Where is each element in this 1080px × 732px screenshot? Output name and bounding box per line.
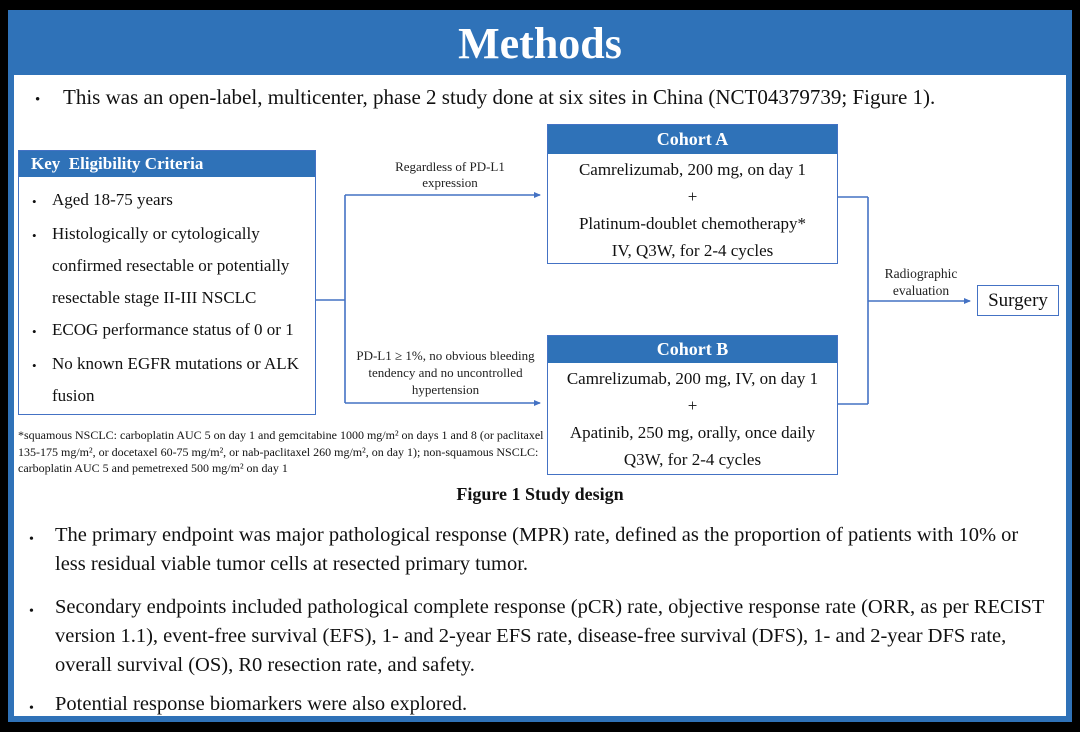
surgery-label: Surgery <box>988 289 1048 311</box>
eligibility-item: • No known EGFR mutations or ALK fusion <box>19 348 315 412</box>
chemotherapy-footnote: *squamous NSCLC: carboplatin AUC 5 on da… <box>18 428 544 475</box>
branch-label-bottom: PD-L1 ≥ 1%, no obvious bleeding tendency… <box>356 348 535 397</box>
intro-bullet-text: This was an open-label, multicenter, pha… <box>63 85 936 109</box>
cohort-a-box: Cohort A Camrelizumab, 200 mg, on day 1 … <box>547 124 838 264</box>
page-title: Methods <box>458 18 622 68</box>
cohort-b-body: Camrelizumab, 200 mg, IV, on day 1 + Apa… <box>548 363 837 473</box>
bullet-glyph: • <box>32 228 37 243</box>
cohort-a-header: Cohort A <box>548 125 837 154</box>
bullet-primary-endpoint: • The primary endpoint was major patholo… <box>24 521 1054 579</box>
eligibility-item: • Aged 18-75 years <box>19 184 315 218</box>
bullet-glyph: • <box>29 532 34 547</box>
bullet-glyph: • <box>32 324 37 339</box>
cohort-a-line: Camrelizumab, 200 mg, on day 1 <box>578 160 807 179</box>
eligibility-header: Key Eligibility Criteria <box>19 151 315 177</box>
bullet-biomarkers: • Potential response biomarkers were als… <box>24 690 1054 716</box>
bullet-glyph: • <box>29 604 34 619</box>
cohort-b-header: Cohort B <box>548 336 837 363</box>
cohort-b-line: Camrelizumab, 200 mg, IV, on day 1 <box>566 369 819 388</box>
cohort-b-line: + <box>687 396 698 415</box>
bullet-glyph: • <box>29 701 34 716</box>
cohort-b-line: Apatinib, 250 mg, orally, once daily <box>569 423 816 442</box>
title-bar: Methods <box>14 16 1066 75</box>
surgery-box: Surgery <box>977 285 1059 316</box>
eligibility-list: • Aged 18-75 years • Histologically or c… <box>19 184 315 412</box>
cohort-b-box: Cohort B Camrelizumab, 200 mg, IV, on da… <box>547 335 838 475</box>
cohort-a-body: Camrelizumab, 200 mg, on day 1 + Platinu… <box>548 154 837 264</box>
eligibility-box: Key Eligibility Criteria • Aged 18-75 ye… <box>18 150 316 415</box>
bullet-secondary-endpoints: • Secondary endpoints included pathologi… <box>24 593 1054 680</box>
bullet-glyph: • <box>32 358 37 373</box>
eligibility-item: • ECOG performance status of 0 or 1 <box>19 314 315 348</box>
cohort-a-line: + <box>687 187 698 206</box>
eligibility-item: • Histologically or cytologically confir… <box>19 218 315 314</box>
bullet-glyph: • <box>32 194 37 209</box>
cohort-b-line: Q3W, for 2-4 cycles <box>623 450 762 469</box>
figure-caption: Figure 1 Study design <box>456 484 624 504</box>
cohort-a-line: Platinum-doublet chemotherapy* <box>578 214 807 233</box>
cohort-a-line: IV, Q3W, for 2-4 cycles <box>611 241 774 260</box>
bullet-glyph: • <box>35 92 41 108</box>
branch-label-top: Regardless of PD-L1 expression <box>395 159 505 190</box>
slide: Methods • This was an open-label, multic… <box>8 10 1072 722</box>
radiographic-evaluation-label: Radiographic evaluation <box>884 266 958 298</box>
intro-bullet: • This was an open-label, multicenter, p… <box>32 83 1047 115</box>
